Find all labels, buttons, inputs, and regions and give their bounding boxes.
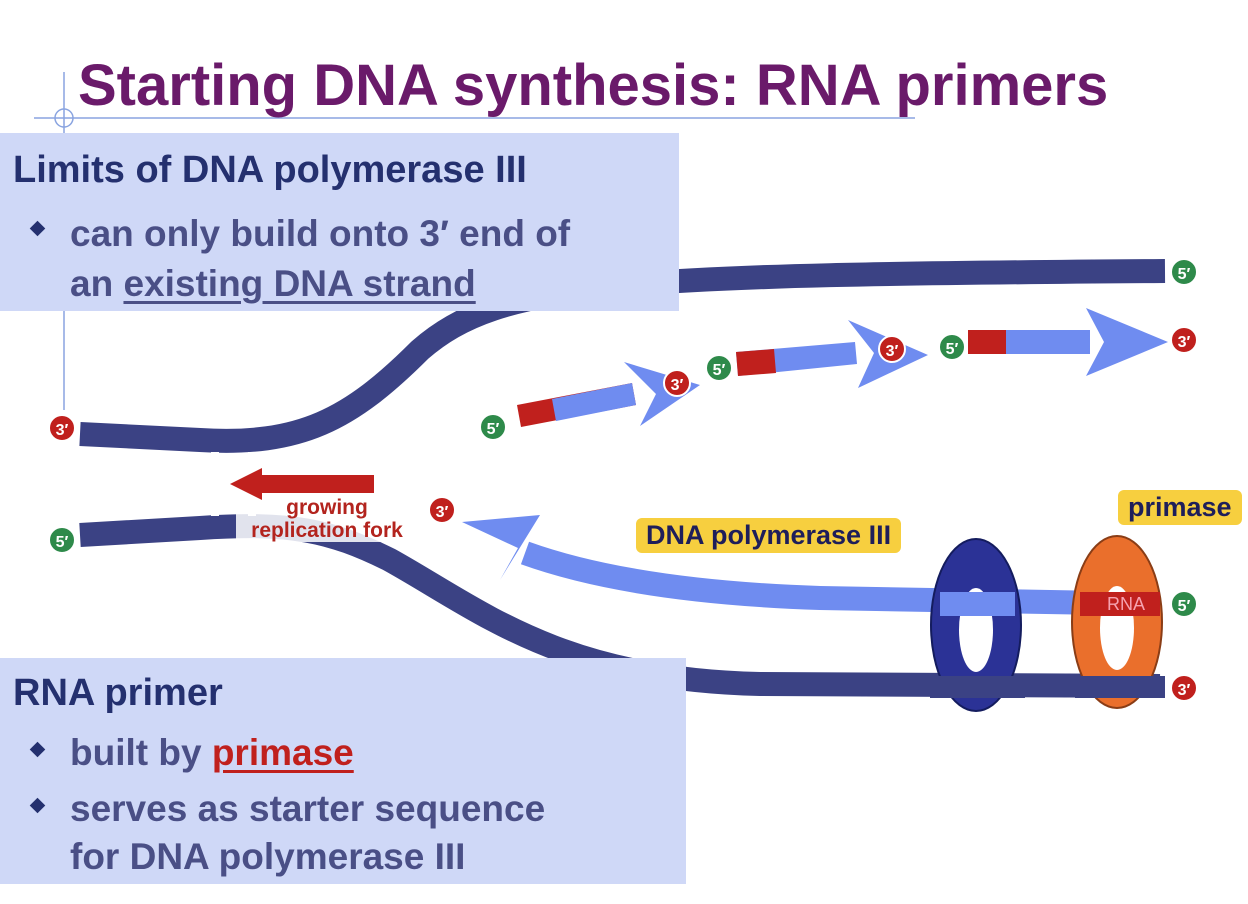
end-badge-top-right-5: 5′ — [1170, 258, 1198, 286]
leading-strand — [520, 541, 1106, 615]
end-badge-left-top-3: 3′ — [48, 414, 76, 442]
fork-label-line1: growing — [286, 496, 368, 519]
bullet-diamond-icon — [29, 797, 46, 814]
fork-label-line2: replication fork — [251, 519, 403, 542]
fork-label-bg — [236, 502, 416, 542]
limits-bullet-line2-prefix: an — [70, 263, 124, 304]
rna-primer-heading: RNA primer — [13, 672, 223, 714]
guide-crosshair — [54, 108, 74, 128]
limits-bullet-line1: can only build onto 3′ end of — [70, 213, 571, 254]
limits-heading: Limits of DNA polymerase III — [13, 149, 527, 191]
dna-polymerase-ring — [930, 538, 1025, 712]
svg-text:5′: 5′ — [1178, 598, 1191, 615]
svg-text:5′: 5′ — [487, 421, 500, 438]
limits-box: Limits of DNA polymerase III can only bu… — [0, 133, 679, 311]
end-badge-fragment2-5: 5′ — [705, 354, 733, 382]
svg-text:3′: 3′ — [1178, 682, 1191, 699]
svg-text:5′: 5′ — [56, 534, 69, 551]
slide-title: Starting DNA synthesis: RNA primers — [78, 53, 1109, 118]
end-badge-top-right-3: 3′ — [1170, 326, 1198, 354]
svg-text:3′: 3′ — [886, 343, 899, 360]
primase-link[interactable]: primase — [211, 732, 354, 773]
limits-bullet-line2: an existing DNA strand — [70, 259, 476, 308]
end-badge-fragment1-3: 3′ — [663, 369, 691, 397]
bullet-diamond-icon — [29, 220, 46, 237]
rna-bullet2-line2: for DNA polymerase III — [70, 836, 466, 877]
okazaki-fragment-1 — [517, 362, 700, 427]
rna-primer-box: RNA primer built by primase serves as st… — [0, 658, 686, 884]
end-badge-leading-3: 3′ — [428, 496, 456, 524]
dna-polymerase-label: DNA polymerase III — [636, 518, 902, 553]
fork-label: growing replication fork — [236, 496, 418, 542]
existing-dna-strand-link[interactable]: existing DNA strand — [123, 263, 476, 304]
primase-ring — [1071, 535, 1165, 709]
svg-text:5′: 5′ — [713, 362, 726, 379]
rna-bullet1-prefix: built by — [70, 732, 212, 773]
svg-text:5′: 5′ — [946, 341, 959, 358]
end-badge-fragment2-3: 3′ — [878, 335, 906, 363]
end-badge-fragment1-5: 5′ — [479, 413, 507, 441]
fork-arrow — [230, 468, 374, 500]
bullet-diamond-icon — [29, 741, 46, 758]
parental-strand-top — [79, 259, 1166, 453]
rna-bullet1: built by primase — [70, 728, 354, 777]
leading-strand-arrowhead — [462, 515, 540, 580]
svg-text:3′: 3′ — [436, 504, 449, 521]
rna-bullet2-line1: serves as starter sequence — [70, 788, 546, 829]
end-badge-bottom-right-3: 3′ — [1170, 674, 1198, 702]
end-badge-fragment3-5: 5′ — [938, 333, 966, 361]
svg-text:3′: 3′ — [56, 422, 69, 439]
primase-label: primase — [1118, 490, 1242, 525]
rna-label: RNA — [1107, 594, 1145, 614]
end-badge-primase-5: 5′ — [1170, 590, 1198, 618]
svg-text:3′: 3′ — [671, 377, 684, 394]
okazaki-fragment-3 — [968, 308, 1168, 376]
svg-text:3′: 3′ — [1178, 334, 1191, 351]
end-badge-left-bottom-5: 5′ — [48, 526, 76, 554]
svg-text:5′: 5′ — [1178, 266, 1191, 283]
